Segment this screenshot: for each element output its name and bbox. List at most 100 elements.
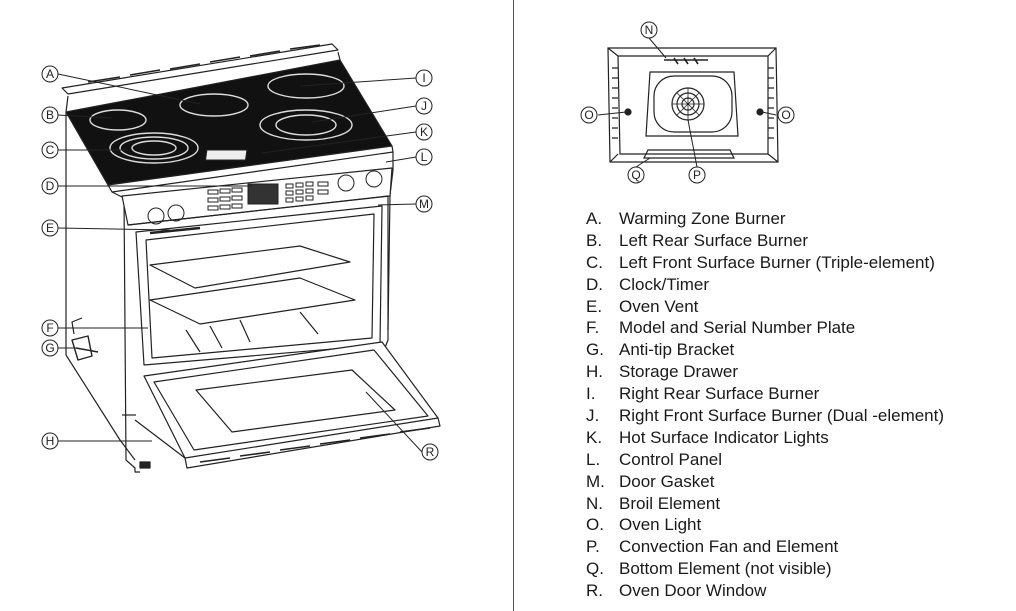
callout-letter: G <box>45 341 54 355</box>
legend-key: N. <box>586 493 603 513</box>
burner-c-outer <box>109 132 199 164</box>
callout-letter: M <box>419 197 429 211</box>
callout-circle <box>415 123 433 141</box>
legend-label: Oven Door Window <box>619 581 767 601</box>
callout-circle <box>415 69 433 87</box>
callout-circle <box>41 141 59 159</box>
legend-key: E. <box>586 296 603 316</box>
callout-e: E <box>41 219 59 237</box>
legend-label: Control Panel <box>619 449 723 469</box>
callout-f: F <box>41 319 59 337</box>
legend-label: Left Front Surface Burner (Triple-elemen… <box>619 252 935 272</box>
oven-vent <box>149 226 201 235</box>
callout-o-2: O <box>777 106 795 124</box>
oven-cavity-illustration <box>597 37 779 168</box>
knob-left-2 <box>167 204 185 222</box>
legend-key: R. <box>586 581 603 601</box>
callout-k: K <box>415 123 433 141</box>
callout-circle <box>580 106 598 124</box>
callout-circle <box>627 166 645 184</box>
knob-right-1 <box>337 174 355 192</box>
legend-key: Q. <box>586 559 604 579</box>
callout-letter: K <box>420 125 428 139</box>
callout-b: B <box>41 106 59 124</box>
hot-surface-lights <box>204 149 248 161</box>
legend-key: B. <box>586 230 603 250</box>
legend-item: B. Left Rear Surface Burner <box>586 230 944 252</box>
legend-label: Anti-tip Bracket <box>619 340 735 360</box>
callout-letter: C <box>46 143 55 157</box>
legend-key: G. <box>586 340 604 360</box>
callout-circle <box>41 106 59 124</box>
legend-label: Right Rear Surface Burner <box>619 384 820 404</box>
legend-label: Broil Element <box>619 493 721 513</box>
callout-letter: E <box>46 221 54 235</box>
legend-label: Convection Fan and Element <box>619 537 839 557</box>
callout-letter: O <box>584 108 593 122</box>
knob-right-2 <box>365 170 383 188</box>
callout-circle <box>415 97 433 115</box>
callout-letter: F <box>46 321 53 335</box>
clock-timer-display <box>247 183 279 205</box>
legend-key: H. <box>586 362 603 382</box>
callout-letter: D <box>46 179 55 193</box>
callout-h: H <box>41 432 59 450</box>
callout-l: L <box>415 148 433 166</box>
legend-label: Model and Serial Number Plate <box>619 318 856 338</box>
callout-a: A <box>41 65 59 83</box>
burner-j-inner <box>275 114 337 136</box>
callout-letter: L <box>421 150 428 164</box>
callout-circle <box>777 106 795 124</box>
legend-key: A. <box>586 209 603 228</box>
callout-letter: B <box>46 108 54 122</box>
callout-m: M <box>415 195 433 213</box>
callout-letter: A <box>46 67 54 81</box>
burner-a <box>179 93 249 117</box>
legend-key: F. <box>586 318 600 338</box>
burner-c-inner <box>131 140 177 156</box>
callout-circle <box>41 177 59 195</box>
callout-q-4: Q <box>627 166 645 184</box>
legend-item: P.Convection Fan and Element <box>586 536 944 558</box>
legend-label: Oven Light <box>619 515 702 535</box>
legend-item: Q. Bottom Element (not visible) <box>586 558 944 580</box>
legend-key: L. <box>586 449 601 469</box>
legend-label: Left Rear Surface Burner <box>619 230 808 250</box>
legend-key: J. <box>586 406 600 426</box>
callout-letter: R <box>426 445 435 459</box>
legend-item: L. Control Panel <box>586 449 944 471</box>
legend-item: M.Door Gasket <box>586 471 944 493</box>
legend-label: Door Gasket <box>619 471 715 491</box>
callout-circle <box>41 432 59 450</box>
callout-o-1: O <box>580 106 598 124</box>
legend-label: Oven Vent <box>619 296 699 316</box>
burner-i <box>267 73 345 99</box>
callout-d: D <box>41 177 59 195</box>
callout-g: G <box>41 339 59 357</box>
legend-label: Right Front Surface Burner (Dual -elemen… <box>619 406 945 426</box>
legend-item: D.Clock/Timer <box>586 274 944 296</box>
legend-label: Hot Surface Indicator Lights <box>619 427 829 447</box>
broil-element <box>664 57 708 65</box>
legend-item: A.Warming Zone Burner <box>586 208 944 230</box>
callout-circle <box>41 65 59 83</box>
legend-key: D. <box>586 274 603 294</box>
legend-item: C.Left Front Surface Burner (Triple-elem… <box>586 252 944 274</box>
legend-key: I. <box>586 384 596 404</box>
callout-letter: J <box>421 99 427 113</box>
legend-item: H.Storage Drawer <box>586 361 944 383</box>
range-illustration <box>57 43 441 473</box>
callout-letter: I <box>422 71 425 85</box>
legend-item: K.Hot Surface Indicator Lights <box>586 427 944 449</box>
callout-i: I <box>415 69 433 87</box>
callout-letter: Q <box>631 168 640 182</box>
legend-label: Bottom Element (not visible) <box>619 559 832 579</box>
legend-item: F. Model and Serial Number Plate <box>586 317 944 339</box>
legend-item: J. Right Front Surface Burner (Dual -elem… <box>586 405 944 427</box>
callout-circle <box>415 195 433 213</box>
keypad-left <box>207 187 243 211</box>
callout-letter: O <box>781 108 790 122</box>
keypad-right <box>285 181 329 203</box>
